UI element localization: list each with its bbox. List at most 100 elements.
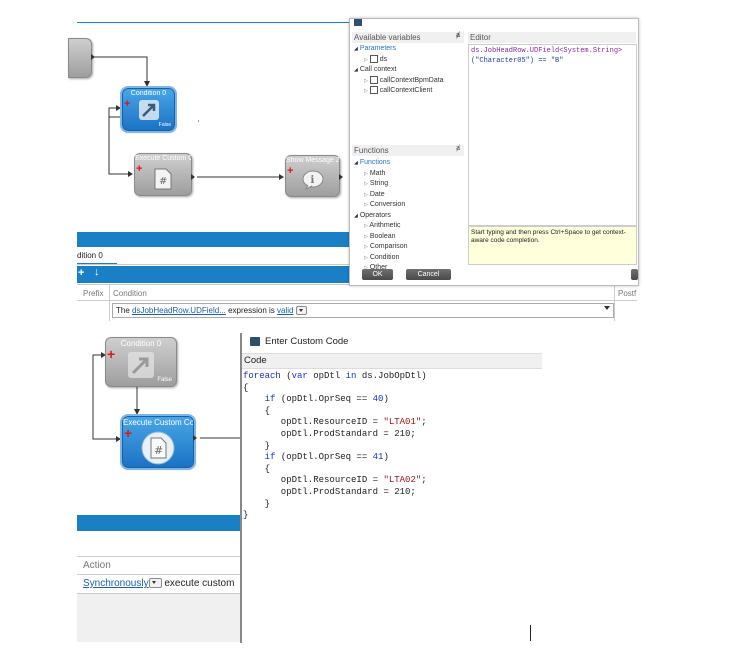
editor-label: Editor (470, 33, 491, 42)
condition-editor-dialog: Available variables ⱥ ◢ Parameters ▷ ds … (349, 18, 639, 286)
cancel-button[interactable]: Cancel (406, 269, 451, 280)
functions-tree[interactable]: ◢ Functions ▷ Math ▷ String ▷ Date ▷ Con… (354, 158, 464, 274)
editor-code-line-2: ("Character05") == "B" (471, 57, 563, 65)
editor-code-area[interactable]: ds.JobHeadRow.UDField<System.String> ("C… (468, 44, 637, 226)
condition-arrow-icon (128, 352, 154, 378)
window-title-bar: Enter Custom Code (242, 333, 542, 350)
arrow-down-icon[interactable]: ↓ (94, 266, 100, 278)
tree-item-label: Conversion (369, 201, 406, 208)
app-icon (354, 19, 362, 26)
top-show-message-node[interactable]: Show Message 2 + i (285, 155, 340, 197)
tree-item[interactable]: ▷ Arithmetic (364, 222, 401, 229)
node-title: Execute Custom Cc (123, 418, 193, 427)
top-properties-tab[interactable]: dition 0 (77, 249, 117, 265)
condition-cell[interactable]: The dsJobHeadRow.UDField... expression i… (112, 303, 614, 318)
tree-item-label: Call context (359, 66, 397, 73)
available-variables-label: Available variables (354, 33, 421, 42)
info-bubble-icon: i (302, 170, 324, 190)
code-line: opDtl.ResourceID = "LTA01"; (243, 417, 427, 428)
valid-link[interactable]: valid (277, 306, 294, 315)
tree-item[interactable]: ◢ Call context (354, 66, 397, 73)
code-line: if (opDtl.OprSeq == 41) (264, 452, 389, 463)
node-title: Condition 0 (120, 339, 162, 348)
code-line: { (243, 382, 249, 393)
add-icon: + (136, 163, 143, 175)
bottom-grid: Action Synchronously execute custom (77, 556, 242, 642)
bottom-execute-node[interactable]: Execute Custom Cc + # (120, 414, 196, 470)
tree-item[interactable]: ▷ callContextClient (364, 86, 433, 95)
pin-icon[interactable]: ⱥ (456, 145, 460, 152)
pin-icon[interactable]: ⱥ (456, 32, 460, 39)
tree-item[interactable]: ▷ ds (364, 54, 388, 63)
tree-item[interactable]: ◢ Parameters (354, 45, 396, 52)
node-title: Show Message 2 (286, 157, 339, 164)
code-line: } (243, 498, 271, 509)
canvas-top-border (77, 22, 350, 23)
code-line: opDtl.ResourceID = "LTA02"; (243, 475, 427, 486)
partial-button[interactable] (631, 269, 638, 280)
middle-text: expression is (228, 306, 275, 315)
col-divider (109, 285, 110, 321)
add-icon: + (124, 98, 131, 110)
tree-item-label: Math (369, 169, 386, 177)
condition-arrow-icon (139, 100, 159, 120)
code-editor[interactable]: foreach (var opDtl in ds.JobOpDtl){ if (… (242, 369, 542, 643)
add-row-icon[interactable]: + (78, 267, 85, 279)
code-line: { (243, 405, 271, 416)
code-line: opDtl.ProdStandard = 210; (243, 428, 416, 439)
grid-header-row: Prefix Condition Postf (77, 285, 637, 321)
add-icon: + (107, 346, 116, 362)
top-execute-node[interactable]: Execute Custom Cc + # (134, 153, 192, 196)
tree-item-label: Operators (359, 211, 391, 219)
pin-icon[interactable]: ⱥ (456, 32, 460, 39)
mode-dropdown-icon[interactable] (148, 578, 162, 589)
cell-dropdown-icon[interactable] (604, 306, 610, 310)
action-row[interactable]: Synchronously execute custom (77, 575, 242, 594)
top-grid: Prefix Condition Postf The dsJobHeadRow.… (77, 284, 637, 321)
valid-dropdown-icon[interactable] (295, 306, 307, 316)
text-cursor (530, 625, 531, 641)
tree-item-label: Condition (369, 253, 400, 261)
condition-text: The dsJobHeadRow.UDField... expression i… (116, 306, 307, 316)
available-variables-header: Available variables ⱥ (352, 32, 464, 43)
synchronously-link[interactable]: Synchronously (83, 578, 149, 589)
false-label: False (158, 122, 171, 128)
action-text: Synchronously execute custom (83, 578, 234, 589)
functions-label: Functions (354, 146, 389, 155)
top-condition-node[interactable]: Condition 0 + False (120, 86, 177, 133)
code-text: ("Character05") == "B" (471, 57, 564, 65)
svg-text:i: i (311, 175, 315, 186)
code-label-bar: Code (242, 353, 542, 369)
tree-item[interactable]: ▷ callContextBpmData (364, 75, 444, 84)
tree-item[interactable]: ▷ Other (364, 264, 388, 271)
node-title: Execute Custom Cc (135, 155, 191, 162)
window-title: Enter Custom Code (265, 336, 349, 347)
bottom-condition-node[interactable]: Condition 0 + False (105, 337, 177, 387)
prefix-text: The (116, 306, 130, 315)
editor-code-line-1: ds.JobHeadRow.UDField<System.String> (471, 47, 622, 55)
tree-item-label: String (369, 180, 389, 187)
tree-item[interactable]: ▷ Comparison (364, 243, 408, 250)
top-partial-node[interactable] (68, 38, 92, 78)
tree-item[interactable]: ▷ Conversion (364, 201, 406, 208)
variables-tree[interactable]: ◢ Parameters ▷ ds ◢ Call context ▷ callC… (354, 44, 464, 97)
code-lines: foreach (var opDtl in ds.JobOpDtl){ if (… (243, 371, 427, 522)
expression-link[interactable]: dsJobHeadRow.UDField... (132, 306, 226, 315)
tree-item[interactable]: ▷ Date (364, 190, 385, 198)
tree-item[interactable]: ▷ Boolean (364, 232, 396, 240)
window-app-icon (250, 337, 260, 346)
code-line: foreach (var opDtl in ds.JobOpDtl) (243, 371, 427, 381)
code-line: opDtl.ProdStandard = 210; (243, 486, 416, 497)
add-icon: + (124, 425, 133, 441)
tree-item[interactable]: ◢ Operators (354, 211, 391, 219)
tree-item[interactable]: ▷ String (364, 180, 389, 187)
top-execute-out-port (191, 174, 195, 180)
functions-header: Functions ⱥ (352, 145, 464, 156)
tree-item[interactable]: ◢ Functions (354, 159, 391, 166)
tree-item-label: Date (369, 190, 385, 198)
top-show-message-out-port (339, 174, 343, 180)
tree-item[interactable]: ▷ Math (364, 169, 386, 177)
code-file-icon: # (154, 168, 172, 190)
tree-item[interactable]: ▷ Condition (364, 253, 400, 261)
ok-button[interactable]: OK (362, 269, 393, 280)
